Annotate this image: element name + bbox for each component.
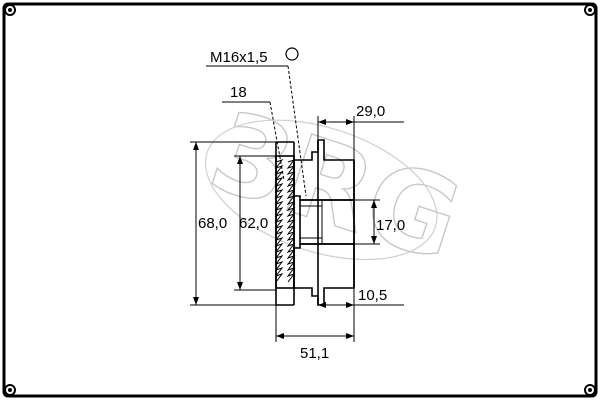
- dim-top-width: 29,0: [317, 103, 404, 160]
- label-62: 62,0: [239, 215, 268, 232]
- label-10-5: 10,5: [358, 287, 387, 304]
- label-17: 17,0: [376, 217, 405, 234]
- label-51-1: 51,1: [300, 345, 329, 362]
- hub-upper-section: [293, 139, 355, 201]
- thread-label: M16x1,5: [210, 49, 268, 66]
- teeth-label: 18: [230, 84, 247, 101]
- open-circle-icon: [285, 47, 299, 61]
- dim-bore: 17,0: [354, 199, 405, 245]
- watermark-logo: 3RG: [196, 86, 476, 287]
- screw-icon-top-right: [584, 4, 596, 16]
- screw-icon-top-left: [4, 4, 16, 16]
- screw-icon-bottom-left: [4, 384, 16, 396]
- watermark-text: 3RG: [196, 86, 475, 285]
- dim-flange: 10,5: [318, 287, 404, 308]
- screw-icon-bottom-right: [584, 384, 596, 396]
- pulley-section: [274, 139, 355, 306]
- label-29: 29,0: [356, 103, 385, 120]
- dim-inner-diameter: 62,0: [234, 155, 276, 291]
- dim-outer-diameter: 68,0: [190, 141, 276, 306]
- teeth-callout: 18: [222, 84, 285, 181]
- dim-total-length: 51,1: [275, 288, 355, 362]
- label-68: 68,0: [198, 215, 227, 232]
- thread-callout: M16x1,5: [206, 47, 307, 197]
